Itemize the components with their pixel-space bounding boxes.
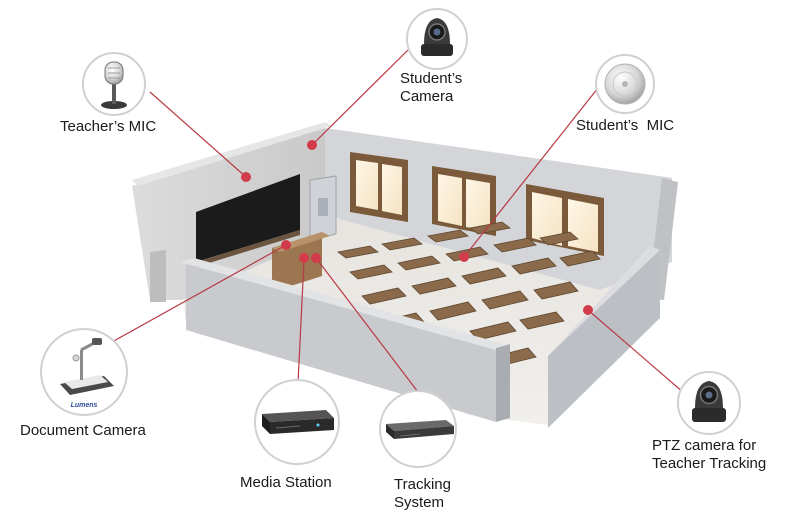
ptz-camera-icon	[421, 18, 453, 56]
connector-dots	[241, 140, 593, 315]
ptz-camera-badge	[677, 371, 741, 435]
connector-students-mic	[463, 87, 599, 258]
label-tracking-system-line2: System	[394, 494, 445, 511]
label-students-camera-line1: Student’s	[400, 70, 463, 87]
label-document-camera: Document Camera	[20, 422, 146, 439]
connector-tracking-system	[315, 257, 419, 393]
connector-lines	[111, 49, 685, 394]
label-students-mic: Student’s MIC	[576, 117, 675, 134]
dot-media-station	[299, 253, 309, 263]
media-station-icon	[262, 410, 334, 434]
label-ptz-camera-line1: PTZ camera for	[652, 437, 757, 454]
document-camera-icon	[60, 338, 114, 395]
media-station-badge	[254, 379, 340, 465]
left-wall-top-edge	[132, 122, 332, 186]
dot-ptz-camera	[583, 305, 593, 315]
teachers-mic-badge	[82, 52, 146, 116]
label-ptz-camera-line2: Teacher Tracking	[652, 455, 767, 472]
front-wall	[186, 264, 496, 422]
document-camera-brand: Lumens	[71, 402, 98, 409]
blackboard	[196, 174, 300, 262]
tracking-system-icon	[386, 420, 454, 439]
left-wall-end	[150, 250, 166, 302]
document-camera-badge: Lumens	[40, 328, 128, 416]
right-front-wall-face	[548, 250, 660, 428]
label-students-camera-line2: Camera	[400, 88, 454, 105]
ptz-camera-icon	[692, 381, 726, 422]
dot-tracking-system	[311, 253, 321, 263]
dot-teachers-mic	[241, 172, 251, 182]
connector-teachers-mic	[149, 91, 247, 178]
connector-ptz-camera	[587, 309, 685, 394]
tracking-system-badge	[379, 390, 457, 468]
connector-students-camera	[311, 49, 409, 146]
ceiling-mic-icon	[604, 63, 646, 105]
label-teachers-mic: Teacher’s MIC	[60, 118, 157, 135]
students-mic-badge	[595, 54, 655, 114]
label-tracking-system-line1: Tracking	[394, 476, 451, 493]
label-ptz-camera: PTZ camera for Teacher Tracking	[652, 437, 766, 473]
connector-media-station	[297, 259, 305, 384]
students-camera-badge	[406, 8, 468, 70]
cabinet-detail	[318, 198, 328, 216]
label-students-camera: Student’s Camera	[400, 70, 462, 106]
microphone-icon	[101, 61, 127, 109]
front-wall-top	[180, 258, 504, 350]
dot-students-mic	[459, 252, 469, 262]
classroom-room	[132, 122, 678, 428]
dot-document-camera	[281, 240, 291, 250]
label-tracking-system: Tracking System	[394, 476, 451, 512]
dot-students-camera	[307, 140, 317, 150]
connector-document-camera	[111, 244, 287, 343]
front-corner	[496, 344, 510, 422]
label-media-station: Media Station	[240, 474, 332, 491]
blackboard-frame	[196, 230, 300, 267]
